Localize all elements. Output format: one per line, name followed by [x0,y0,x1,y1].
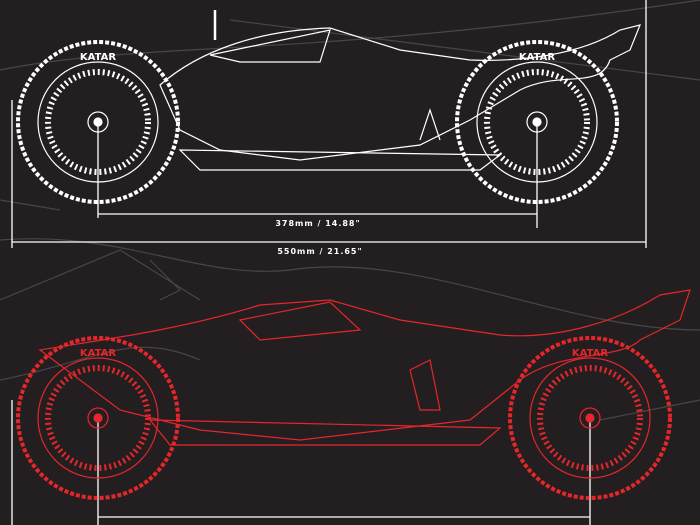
wheelbase-label: 378mm / 14.88" [273,219,363,228]
dimension-lines [11,0,647,525]
bottom-car-drawing: KATAR KATAR [16,289,691,500]
bottom-rear-wheel [508,336,672,500]
top-car-drawing: KATAR KATAR [16,10,641,204]
bottom-car-body [38,289,691,441]
bottom-rear-tire-brand: KATAR [572,348,608,359]
length-label: 550mm / 21.65" [275,247,365,256]
top-rear-tire-brand: KATAR [519,52,555,63]
bottom-front-wheel [16,336,180,500]
top-car-body [159,24,641,161]
top-front-tire-brand: KATAR [80,52,116,63]
bottom-front-tire-brand: KATAR [80,348,116,359]
top-front-wheel [16,40,180,204]
